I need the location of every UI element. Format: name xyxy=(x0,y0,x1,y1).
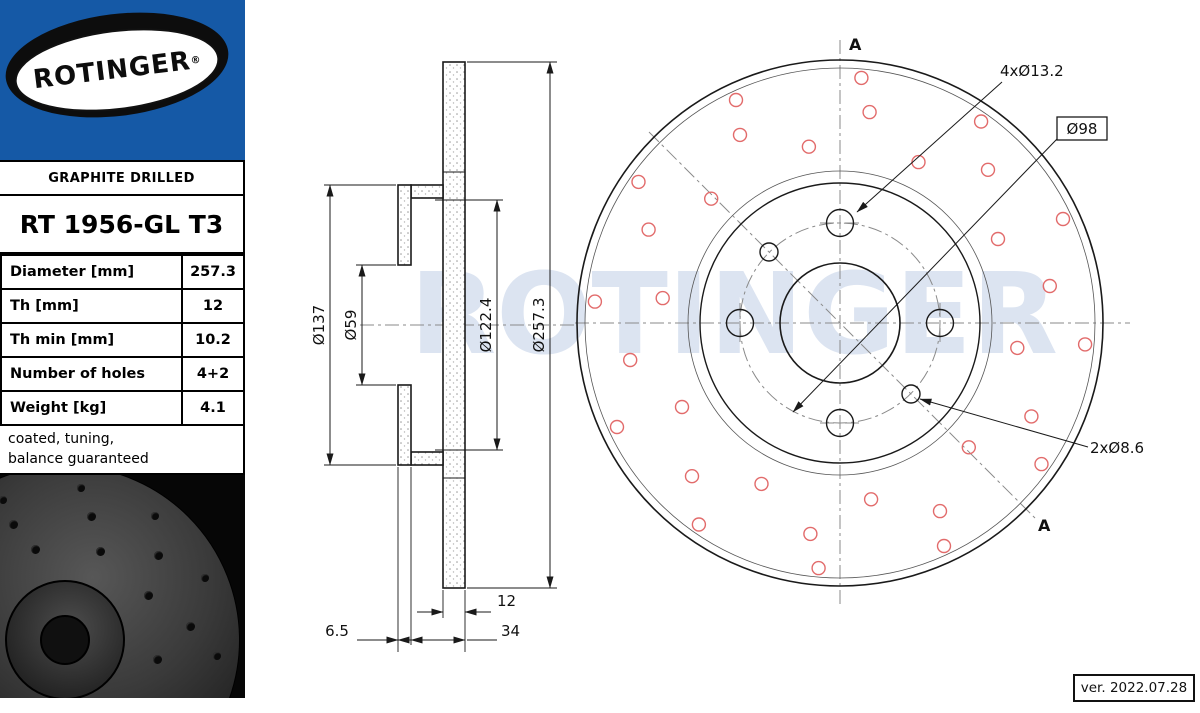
hat-edge-circle xyxy=(699,182,981,464)
drawing-canvas: Ø257.3 Ø122.4 Ø137 Ø59 12 xyxy=(310,35,1144,652)
product-sidebar: ROTINGER® GRAPHITE DRILLED RT 1956-GL T3… xyxy=(0,0,245,713)
section-flange-top xyxy=(397,184,412,266)
bolt-hole xyxy=(725,308,755,338)
logo-text: ROTINGER xyxy=(31,46,193,96)
disc-chamfer-circle xyxy=(584,67,1096,579)
dim-label-hat-diameter: Ø137 xyxy=(310,305,328,345)
label-pcd: Ø98 xyxy=(1067,120,1098,138)
label-small-holes: 2xØ8.6 xyxy=(1090,439,1144,457)
section-hat-wall-bottom xyxy=(410,451,444,466)
spec-value: 4.1 xyxy=(181,390,245,426)
section-mark-top: A xyxy=(849,35,862,54)
dim-label-total-width: 34 xyxy=(501,622,520,640)
section-flange-bottom xyxy=(397,384,412,466)
disc-bore-photo xyxy=(40,615,90,665)
dim-label-flange-thickness: 6.5 xyxy=(325,622,349,640)
version-box: ver. 2022.07.28 xyxy=(1073,674,1195,702)
spec-label: Weight [kg] xyxy=(0,390,183,426)
bolt-hole xyxy=(825,208,855,238)
table-row: Th min [mm] 10.2 xyxy=(0,322,245,358)
product-photo xyxy=(0,475,245,698)
pcd-label-box xyxy=(1056,116,1108,141)
band-inner-circle xyxy=(687,170,993,476)
dim-label-outer-diameter: Ø257.3 xyxy=(530,298,548,353)
specs-table: Diameter [mm] 257.3 Th [mm] 12 Th min [m… xyxy=(0,254,245,426)
dim-label-hat-inner-diameter: Ø122.4 xyxy=(477,298,495,353)
section-braking-band xyxy=(442,61,466,589)
bolt-hole xyxy=(925,308,955,338)
product-code: RT 1956-GL T3 xyxy=(0,196,245,254)
product-type-label: GRAPHITE DRILLED xyxy=(0,160,245,196)
front-view: 4xØ13.2 Ø98 2xØ8.6 A A xyxy=(575,35,1144,608)
drilled-holes-pattern xyxy=(587,70,1093,576)
bolt-hole xyxy=(825,408,855,438)
table-row: Weight [kg] 4.1 xyxy=(0,390,245,426)
center-bore-circle xyxy=(779,262,901,384)
technical-drawing: ROTINGER xyxy=(245,0,1200,713)
watermark: ROTINGER xyxy=(410,250,1058,380)
brand-header: ROTINGER® xyxy=(0,0,245,160)
section-hat-wall-top xyxy=(410,184,444,199)
table-row: Number of holes 4+2 xyxy=(0,356,245,392)
disc-outer-circle xyxy=(576,59,1104,587)
note-line: coated, tuning, xyxy=(8,431,115,447)
features-note: coated, tuning, balance guaranteed xyxy=(0,426,245,475)
ext-lines-d122 xyxy=(435,199,503,451)
spec-label: Diameter [mm] xyxy=(0,254,183,290)
note-line: balance guaranteed xyxy=(8,451,149,468)
ext-lines-d257 xyxy=(467,61,557,589)
spec-label: Th [mm] xyxy=(0,288,183,324)
section-mark-bottom: A xyxy=(1038,516,1051,535)
ext-lines-widths xyxy=(397,467,466,652)
diagonal-centerline xyxy=(648,131,1036,519)
registered-mark: ® xyxy=(189,54,202,67)
spec-value: 4+2 xyxy=(181,356,245,392)
spec-label: Th min [mm] xyxy=(0,322,183,358)
section-view: Ø257.3 Ø122.4 Ø137 Ø59 12 xyxy=(310,61,575,652)
dim-label-bore-diameter: Ø59 xyxy=(342,310,360,341)
table-row: Diameter [mm] 257.3 xyxy=(0,254,245,290)
table-row: Th [mm] 12 xyxy=(0,288,245,324)
spec-value: 257.3 xyxy=(181,254,245,290)
spec-value: 12 xyxy=(181,288,245,324)
locating-hole xyxy=(901,384,921,404)
spec-label: Number of holes xyxy=(0,356,183,392)
ext-lines-d137 xyxy=(324,184,396,466)
spec-value: 10.2 xyxy=(181,322,245,358)
label-bolt-holes: 4xØ13.2 xyxy=(1000,62,1064,80)
leader-pcd xyxy=(792,138,1058,413)
locating-hole xyxy=(759,242,779,262)
dim-label-thickness: 12 xyxy=(497,592,516,610)
leader-small-holes xyxy=(919,398,1089,448)
leader-bolt-holes xyxy=(856,81,1003,213)
bolt-circle xyxy=(739,222,941,424)
